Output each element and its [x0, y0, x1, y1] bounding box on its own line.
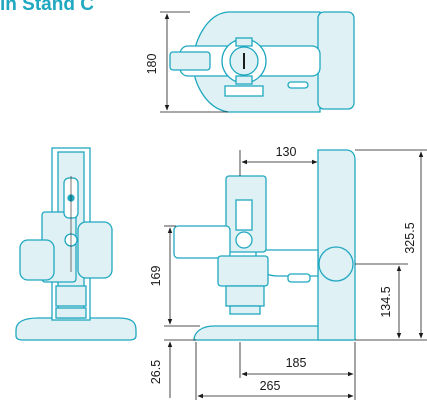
top-view-depth-label: 180 — [145, 54, 159, 75]
inner-base-label: 185 — [286, 356, 307, 370]
arm-reach-dim: 130 — [239, 145, 318, 176]
inner-base-dim: 185 — [239, 342, 356, 400]
base-thickness-label: 26.5 — [149, 360, 163, 384]
top-view — [169, 11, 355, 113]
top-view-depth-dim: 180 — [145, 11, 228, 113]
base-width-label: 265 — [260, 379, 281, 393]
side-view — [173, 149, 356, 341]
arm-height-label: 169 — [149, 266, 163, 287]
base-width-dim: 265 — [195, 342, 354, 400]
arm-height-dim: 169 — [149, 225, 200, 327]
column-height-label: 134.5 — [379, 286, 393, 317]
arm-reach-label: 130 — [276, 145, 297, 159]
total-height-label: 325.5 — [403, 222, 417, 253]
base-thickness-dim: 26.5 — [149, 339, 196, 398]
column-height-dim: 134.5 — [355, 263, 408, 339]
page-title: in Stand C — [0, 0, 94, 15]
total-height-dim: 325.5 — [355, 149, 427, 341]
front-view — [15, 147, 137, 341]
